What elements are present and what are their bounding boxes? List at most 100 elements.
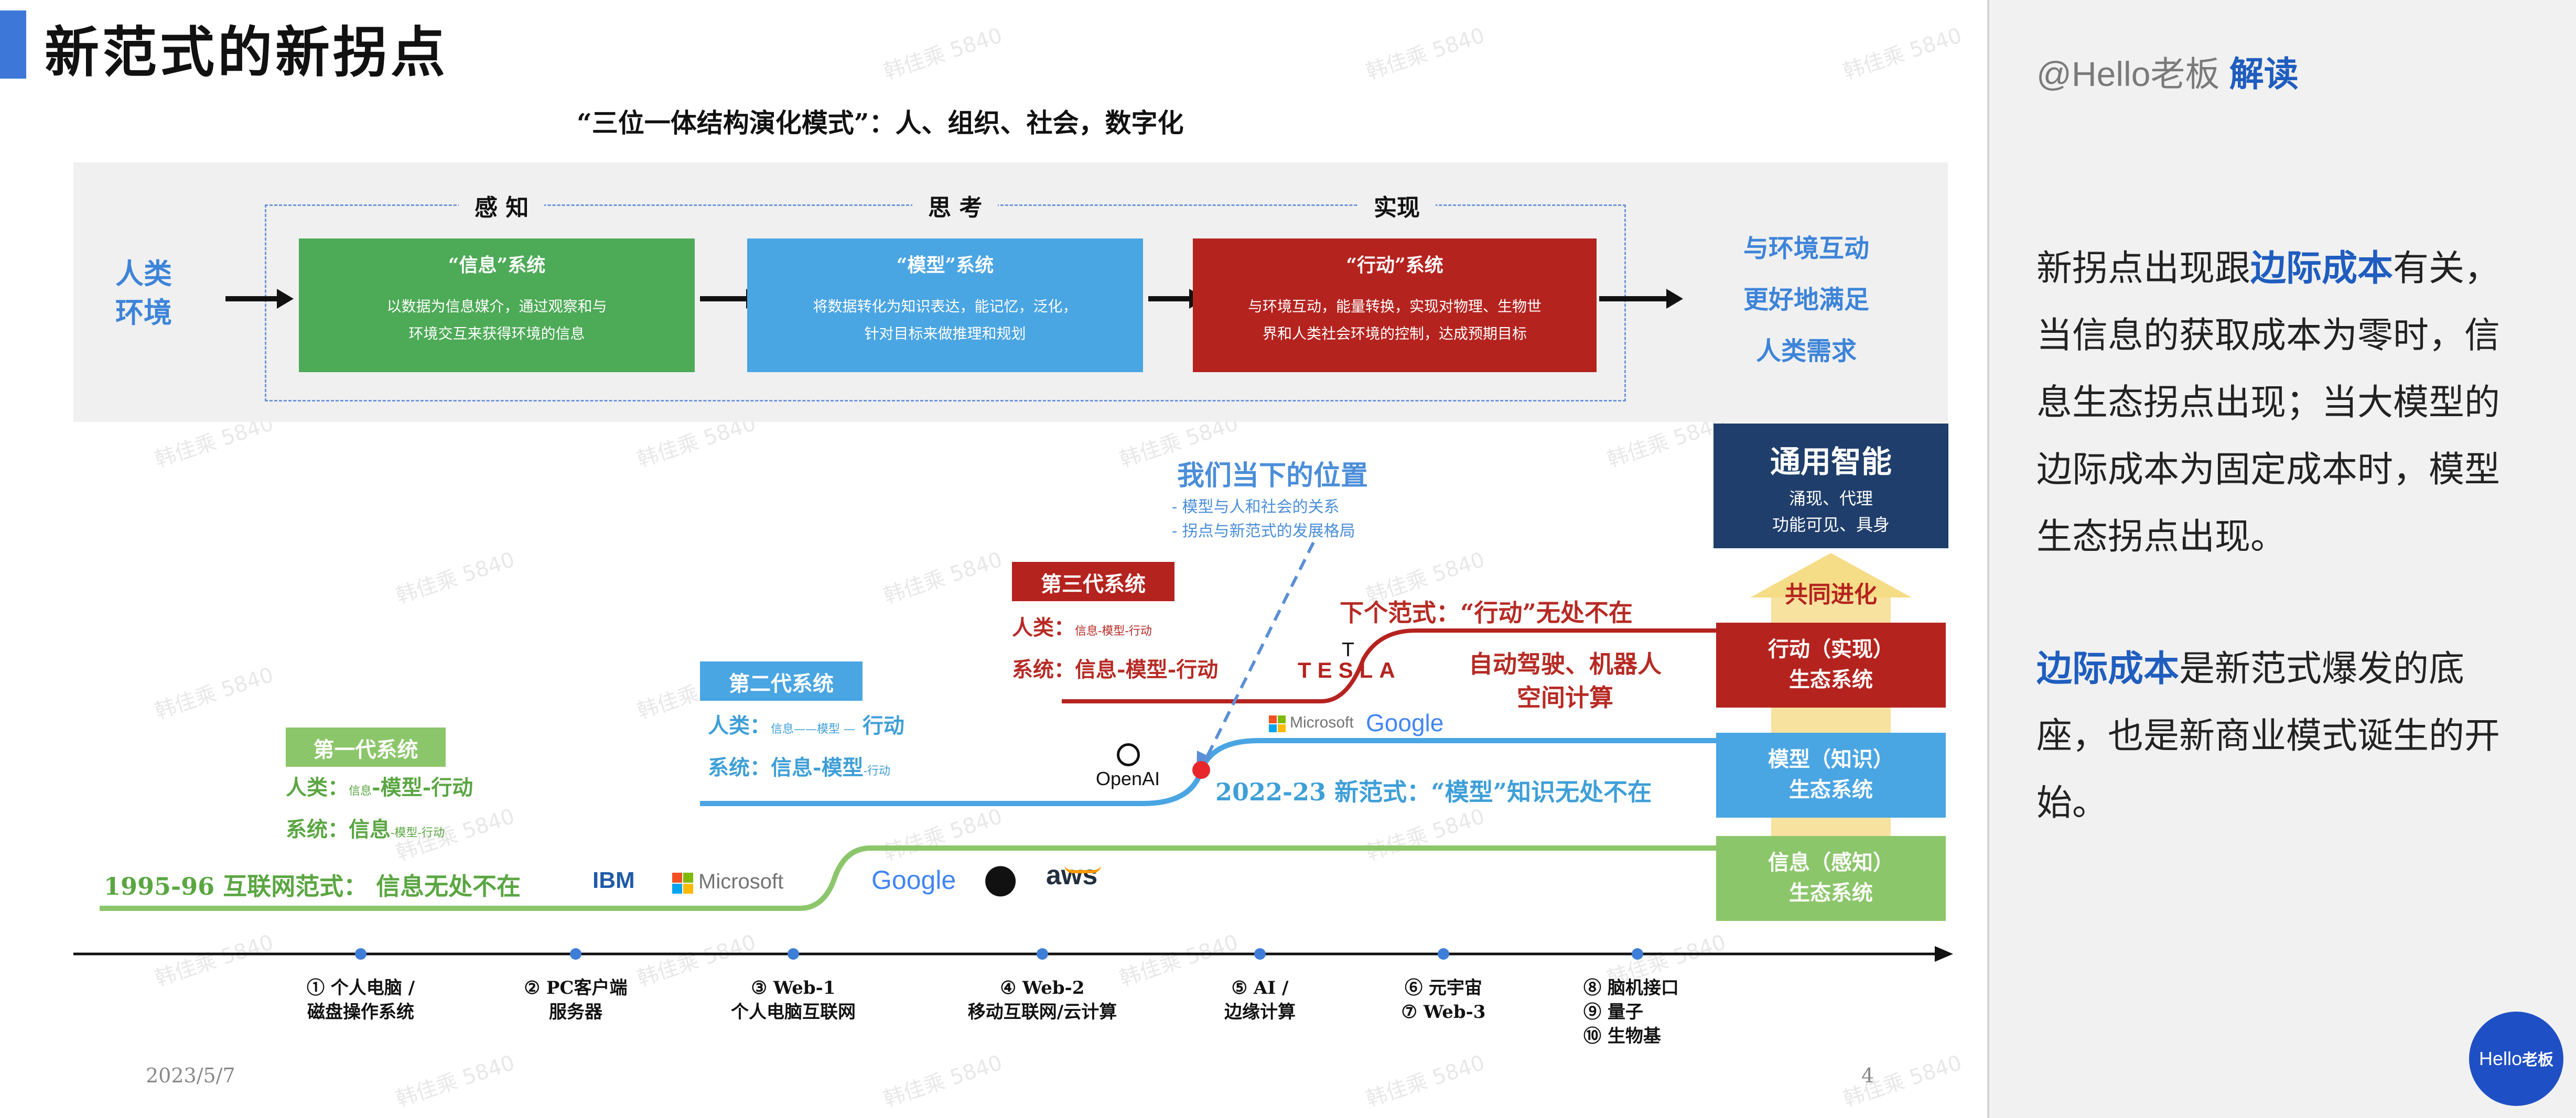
microsoft-icon [672, 873, 693, 894]
info-ecosystem-box: 信息（感知） 生态系统 [1716, 836, 1946, 921]
commentary-paragraph-1: 新拐点出现跟边际成本有关，当信息的获取成本为零时，信息生态拐点出现；当大模型的边… [2036, 235, 2508, 571]
info-eco-line-1: 信息（感知） [1768, 850, 1894, 875]
badge-text-b: 老板 [2522, 1051, 2554, 1069]
gen2-label: 第二代系统 [700, 661, 863, 701]
agi-box: 通用智能 涌现、代理 功能可见、具身 [1713, 424, 1948, 548]
action-eco-line-1: 行动（实现） [1768, 637, 1894, 661]
title-accent-bar [0, 10, 26, 79]
tl1-line-1: ① 个人电脑 / [306, 978, 415, 998]
next-detail-2: 空间计算 [1517, 683, 1613, 712]
gen2-human: 人类：信息——模型 — 行动 [708, 709, 904, 739]
current-note-1: - 模型与人和社会的关系 [1172, 498, 1340, 516]
sidebar-brand: @Hello老板 解读 [2036, 46, 2299, 96]
info-system-box: “信息”系统 以数据为信息媒介，通过观察和与 环境交互来获得环境的信息 [299, 238, 695, 372]
timeline-label-2: ② PC客户端 服务器 [471, 976, 681, 1024]
timeline-tick [355, 948, 367, 960]
agi-sub-2: 功能可见、具身 [1772, 515, 1890, 535]
agi-sub-1: 涌现、代理 [1788, 489, 1873, 508]
microsoft-logo: Microsoft [698, 870, 784, 893]
gen1-human-small: 信息 [349, 785, 372, 798]
tl7-line-3: ⑩ 生物基 [1583, 1026, 1661, 1047]
badge-text-a: Hello [2478, 1048, 2523, 1069]
tl6-line-1: ⑥ 元宇宙 [1405, 978, 1482, 998]
info-eco-line-2: 生态系统 [1789, 881, 1873, 905]
action-paradigm-curve [1062, 628, 1720, 703]
model-eco-line-2: 生态系统 [1789, 777, 1873, 802]
timeline-label-1: ① 个人电脑 / 磁盘操作系统 [256, 976, 466, 1024]
timeline-tick [1632, 948, 1643, 960]
timeline-label-7: ⑧ 脑机接口 ⑨ 量子 ⑩ 生物基 [1583, 976, 1679, 1048]
commentary-sidebar: @Hello老板 解读 新拐点出现跟边际成本有关，当信息的获取成本为零时，信息生… [1987, 0, 2576, 1118]
tl2-line-1: ② PC客户端 [524, 978, 628, 998]
human-label: 人类 [115, 257, 172, 290]
aws-logo: aws [1046, 860, 1098, 891]
timeline-label-4: ④ Web-2 移动互联网/云计算 [937, 976, 1147, 1024]
tl4-line-2: 移动互联网/云计算 [967, 1002, 1117, 1023]
p1-text-b: 有关，当信息的获取成本为零时，信息生态拐点出现；当大模型的边际成本为固定成本时，… [2036, 248, 2500, 558]
current-position-notes: - 模型与人和社会的关系 - 拐点与新范式的发展格局 [1172, 495, 1355, 544]
aws-smile-icon [1064, 865, 1101, 873]
human-environment-label: 人类 环境 [115, 254, 172, 332]
tl5-line-2: 边缘计算 [1224, 1002, 1296, 1023]
info-system-desc-2: 环境交互来获得环境的信息 [408, 325, 585, 342]
gen1-system-big: 信息 [349, 817, 391, 842]
gen3-human-prefix: 人类： [1012, 615, 1075, 640]
goal-line-1: 与环境互动 [1743, 234, 1869, 263]
timeline-arrowhead [1935, 946, 1953, 962]
tl7-line-2: ⑨ 量子 [1583, 1002, 1643, 1023]
action-eco-line-2: 生态系统 [1789, 667, 1873, 692]
next-paradigm-label: 下个范式：“行动”无处不在 [1340, 599, 1633, 627]
microsoft-logo-2: Microsoft [1290, 714, 1354, 731]
brand-name: @Hello老板 [2036, 55, 2220, 93]
gen1-system-prefix: 系统： [286, 817, 349, 842]
arrow-to-info [225, 289, 294, 309]
commentary-paragraph-2: 边际成本是新范式爆发的底座，也是新商业模式诞生的开始。 [2036, 635, 2508, 837]
current-position-pointer [1202, 541, 1315, 765]
p2-text-b: 是新范式爆发的底座，也是新商业模式诞生的开始。 [2036, 648, 2500, 824]
slide: 新范式的新拐点 “三位一体结构演化模式”：人、组织、社会，数字化 韩佳乘 584… [0, 10, 1965, 1112]
p1-text-a: 新拐点出现跟 [2036, 248, 2251, 289]
openai-icon [1117, 743, 1140, 766]
gen1-human-big: -模型-行动 [372, 775, 473, 800]
gen3-system-prefix: 系统： [1012, 657, 1075, 682]
gen2-human-small: 信息——模型 — [771, 723, 855, 736]
gen3-label: 第三代系统 [1012, 562, 1174, 601]
apple-icon: ● [983, 854, 1018, 901]
action-system-desc-2: 界和人类社会环境的控制，达成预期目标 [1262, 325, 1527, 342]
tl5-line-1: ⑤ AI / [1231, 978, 1289, 998]
action-system-desc-1: 与环境互动，能量转换，实现对物理、生物世 [1247, 298, 1542, 315]
gen1-label: 第一代系统 [286, 728, 446, 767]
tl7-line-1: ⑧ 脑机接口 [1583, 978, 1679, 998]
current-position-dot [1192, 761, 1210, 779]
page-title: 新范式的新拐点 [45, 20, 449, 84]
tl3-line-1: ③ Web-1 [751, 978, 836, 998]
slide-date: 2023/5/7 [146, 1064, 235, 1087]
goal-line-3: 人类需求 [1755, 337, 1857, 366]
tesla-icon: T [1342, 639, 1354, 661]
gen1-system-small: -模型-行动 [391, 827, 445, 840]
tl3-line-2: 个人电脑互联网 [731, 1002, 856, 1023]
arrow-to-needs [1599, 289, 1683, 309]
tesla-logo: TESLA [1298, 658, 1402, 682]
timeline-tick [1037, 948, 1048, 960]
ibm-logo: IBM [592, 867, 635, 893]
tl4-line-1: ④ Web-2 [1000, 978, 1085, 998]
timeline-tick [1438, 948, 1449, 960]
tl6-line-2: ⑦ Web-3 [1401, 1002, 1486, 1023]
timeline-label-6: ⑥ 元宇宙 ⑦ Web-3 [1339, 976, 1548, 1024]
current-note-2: - 拐点与新范式的发展格局 [1172, 522, 1355, 540]
agi-title: 通用智能 [1770, 444, 1892, 480]
stage-act: 实现 [1358, 189, 1436, 222]
model-ecosystem-box: 模型（知识） 生态系统 [1716, 733, 1946, 818]
gen2-human-prefix: 人类： [708, 713, 771, 738]
gen2-system-prefix: 系统： [708, 755, 771, 780]
hello-boss-badge-icon: Hello老板 [2469, 1012, 2563, 1106]
environment-label: 环境 [115, 296, 172, 329]
gen1-human-prefix: 人类： [286, 775, 349, 800]
model-eco-line-1: 模型（知识） [1768, 747, 1894, 772]
stage-think: 思 考 [912, 189, 998, 222]
stage-perceive: 感 知 [459, 189, 545, 222]
gen3-system-big: 信息-模型-行动 [1075, 657, 1219, 682]
microsoft-icon-2 [1269, 715, 1286, 732]
diagram-subtitle: “三位一体结构演化模式”：人、组织、社会，数字化 [577, 107, 1184, 138]
